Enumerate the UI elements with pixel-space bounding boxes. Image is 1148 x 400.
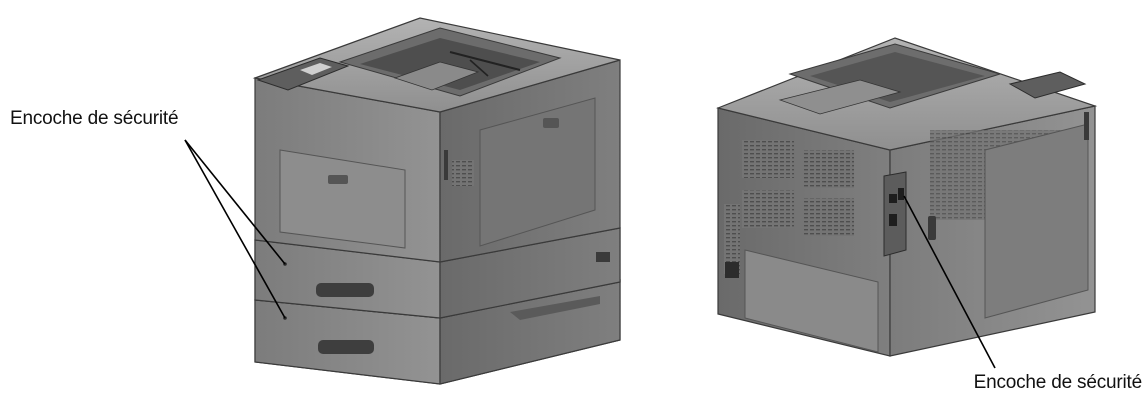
vent-front	[452, 160, 474, 186]
rear-tray-extension	[778, 79, 902, 115]
upper-tray-handle	[316, 283, 374, 297]
power-inlet	[725, 262, 739, 278]
side-panel	[479, 97, 596, 247]
left-leader-lines	[184, 139, 286, 319]
front-door	[279, 149, 406, 249]
paper-slot	[510, 296, 600, 320]
right-leader-line	[903, 195, 996, 369]
rear-vent-1	[742, 140, 794, 178]
rear-control-panel	[1008, 71, 1087, 99]
side-handle	[444, 150, 448, 180]
panel-display	[300, 63, 332, 75]
side-grip	[928, 216, 936, 240]
power-switch	[596, 252, 610, 262]
rear-vent-3	[742, 190, 794, 228]
main-body	[252, 17, 621, 263]
ethernet-port	[889, 214, 897, 226]
printer-rear-view	[716, 37, 1098, 357]
rear-vent-4	[802, 198, 854, 236]
printer-front-view	[252, 17, 621, 385]
lower-tray-handle	[318, 340, 374, 354]
side-cover	[984, 123, 1089, 319]
upper-tray-module	[254, 227, 621, 320]
door-latch	[328, 175, 348, 184]
rear-cover	[744, 249, 879, 353]
rear-side-handle	[1084, 112, 1089, 140]
side-latch	[543, 118, 559, 128]
rear-vent-2	[802, 150, 854, 188]
security-slot-rear	[898, 188, 904, 200]
rear-vent-5	[724, 204, 740, 274]
security-slot-label-left: Encoche de sécurité	[10, 108, 179, 129]
security-slot-label-right: Encoche de sécurité	[973, 372, 1143, 393]
usb-port	[889, 194, 897, 203]
